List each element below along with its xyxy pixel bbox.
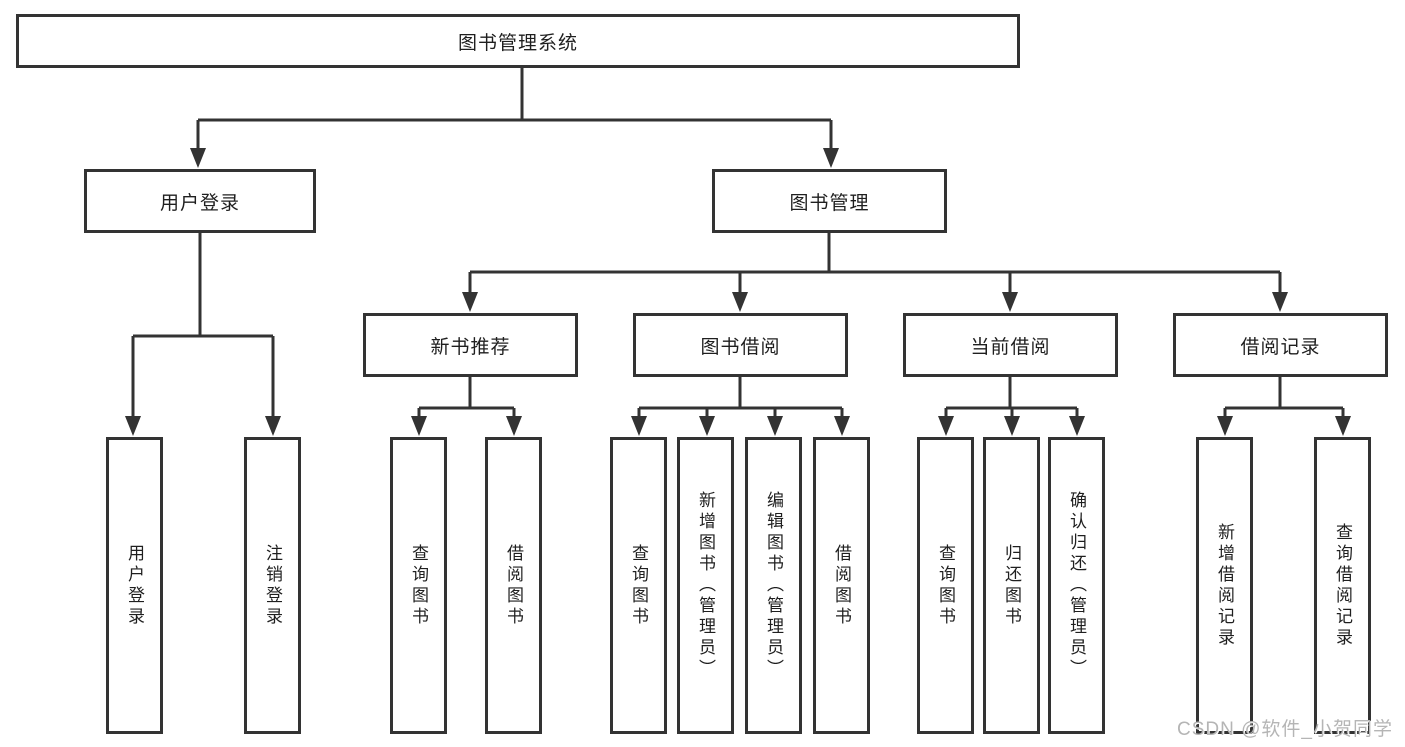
- leaf-query-books-current: 查询图书: [917, 437, 974, 734]
- leaf-query-books-borrow: 查询图书: [610, 437, 667, 734]
- leaf-query-borrow-record: 查询借阅记录: [1314, 437, 1371, 734]
- leaf-edit-books-admin: 编辑图书（管理员）: [745, 437, 802, 734]
- node-borrow-records: 借阅记录: [1173, 313, 1388, 377]
- leaf-confirm-return-admin: 确认归还（管理员）: [1048, 437, 1105, 734]
- leaf-confirm-return-admin-label: 确认归还（管理员）: [1067, 491, 1086, 680]
- leaf-borrow-books-recommend-label: 借阅图书: [504, 543, 523, 628]
- leaf-user-login: 用户登录: [106, 437, 163, 734]
- leaf-return-books-label: 归还图书: [1002, 543, 1021, 628]
- node-root-library-system: 图书管理系统: [16, 14, 1020, 68]
- node-current-borrow-label: 当前借阅: [970, 336, 1051, 358]
- leaf-query-books-borrow-label: 查询图书: [629, 543, 648, 628]
- leaf-query-books-recommend: 查询图书: [390, 437, 447, 734]
- node-new-book-recommend-label: 新书推荐: [430, 336, 511, 358]
- leaf-add-books-admin-label: 新增图书（管理员）: [696, 491, 715, 680]
- node-current-borrow: 当前借阅: [903, 313, 1118, 377]
- leaf-logout-label: 注销登录: [263, 543, 282, 628]
- leaf-add-borrow-record: 新增借阅记录: [1196, 437, 1253, 734]
- node-book-management-label: 图书管理: [789, 192, 870, 214]
- node-user-login-label: 用户登录: [159, 192, 240, 214]
- node-book-borrow: 图书借阅: [633, 313, 848, 377]
- arrowheads: [125, 148, 1351, 436]
- node-new-book-recommend: 新书推荐: [363, 313, 578, 377]
- leaf-add-books-admin: 新增图书（管理员）: [677, 437, 734, 734]
- csdn-watermark: CSDN @软件_小贺同学: [1177, 719, 1393, 740]
- node-borrow-records-label: 借阅记录: [1240, 336, 1321, 358]
- node-book-borrow-label: 图书借阅: [700, 336, 781, 358]
- leaf-user-login-label: 用户登录: [125, 543, 144, 628]
- node-root-label: 图书管理系统: [457, 32, 578, 54]
- leaf-add-borrow-record-label: 新增借阅记录: [1215, 522, 1234, 649]
- leaf-return-books: 归还图书: [983, 437, 1040, 734]
- node-user-login: 用户登录: [84, 169, 316, 233]
- leaf-query-books-current-label: 查询图书: [936, 543, 955, 628]
- leaf-query-books-recommend-label: 查询图书: [409, 543, 428, 628]
- node-book-management: 图书管理: [712, 169, 947, 233]
- leaf-logout: 注销登录: [244, 437, 301, 734]
- leaf-borrow-books-recommend: 借阅图书: [485, 437, 542, 734]
- leaf-borrow-books: 借阅图书: [813, 437, 870, 734]
- leaf-query-borrow-record-label: 查询借阅记录: [1333, 522, 1352, 649]
- leaf-borrow-books-label: 借阅图书: [832, 543, 851, 628]
- leaf-edit-books-admin-label: 编辑图书（管理员）: [764, 491, 783, 680]
